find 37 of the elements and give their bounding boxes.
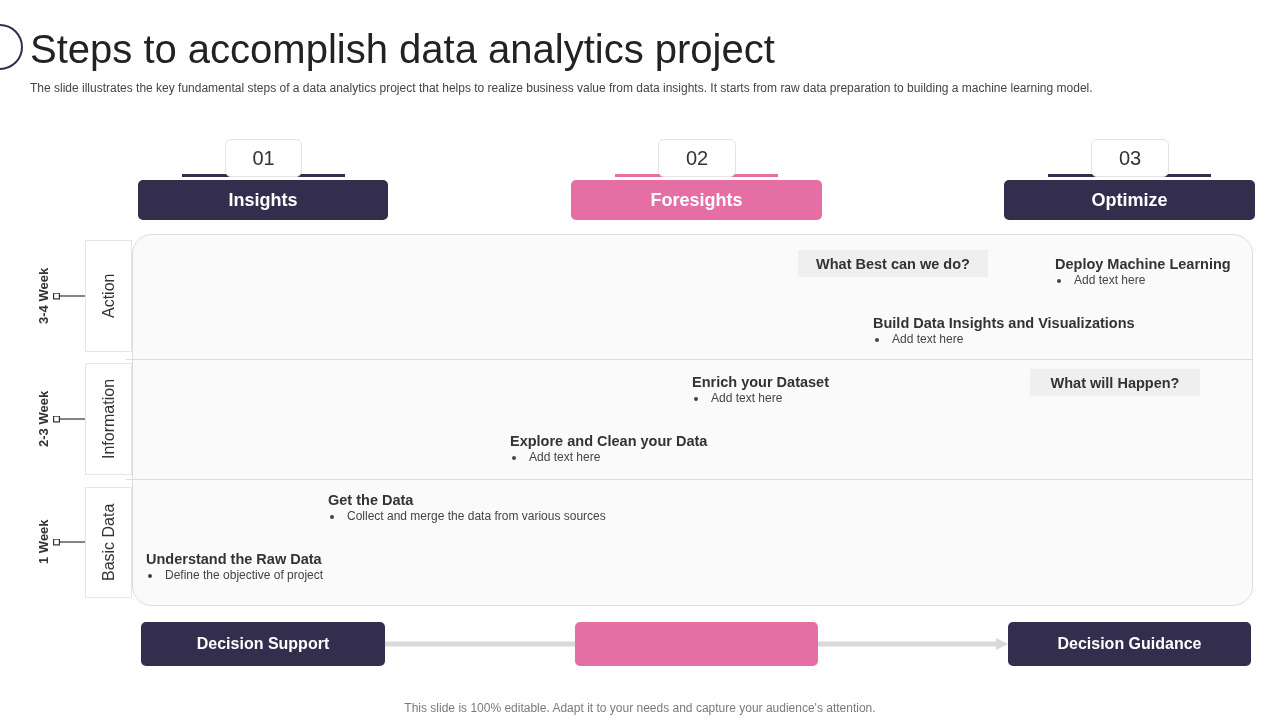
question-tag: What will Happen?: [1030, 369, 1200, 396]
number-card: 01: [225, 139, 302, 177]
phase-header: Foresights: [571, 180, 822, 220]
step-heading: Get the Data: [328, 492, 414, 509]
slide-title: Steps to accomplish data analytics project: [30, 26, 775, 73]
connector-line: [52, 415, 86, 423]
phase-header: Insights: [138, 180, 388, 220]
week-label: 3-4 Week: [33, 261, 53, 331]
decision-box: Decision Guidance: [1008, 622, 1251, 666]
step-description: Define the objective of project: [165, 568, 324, 583]
row-tab: Basic Data: [85, 487, 132, 598]
step-heading: Deploy Machine Learning: [1055, 256, 1231, 273]
step-description: Add text here: [711, 391, 783, 406]
empty-panel: [575, 622, 818, 666]
step-heading: Build Data Insights and Visualizations: [873, 315, 1135, 332]
question-tag: What Best can we do?: [798, 250, 988, 277]
week-label: 1 Week: [33, 507, 53, 577]
number-card: 03: [1091, 139, 1169, 177]
step-description: Collect and merge the data from various sources: [347, 509, 606, 524]
row-tab: Information: [85, 363, 132, 475]
connector-line: [52, 292, 86, 300]
step-heading: Enrich your Dataset: [692, 374, 829, 391]
connector-line: [52, 538, 86, 546]
step-description: Add text here: [529, 450, 601, 465]
subtitle-text: The slide illustrates the key fundamental steps of a data analytics project that helps to realize business value from data insights. It starts from raw data preparation to building a machine learning model.: [30, 81, 1093, 96]
arrow: [818, 638, 1008, 650]
row-tab: Action: [85, 240, 132, 352]
step-heading: Understand the Raw Data: [146, 551, 322, 568]
number-card: 02: [658, 139, 736, 177]
step-heading: Explore and Clean your Data: [510, 433, 708, 450]
phase-header: Optimize: [1004, 180, 1255, 220]
connector-line: [385, 641, 575, 647]
decision-box: Decision Support: [141, 622, 385, 666]
footer-note: This slide is 100% editable. Adapt it to your needs and capture your audience's attention.: [403, 701, 877, 716]
week-label: 2-3 Week: [33, 384, 53, 454]
step-description: Add text here: [1074, 273, 1146, 288]
step-description: Add text here: [892, 332, 964, 347]
